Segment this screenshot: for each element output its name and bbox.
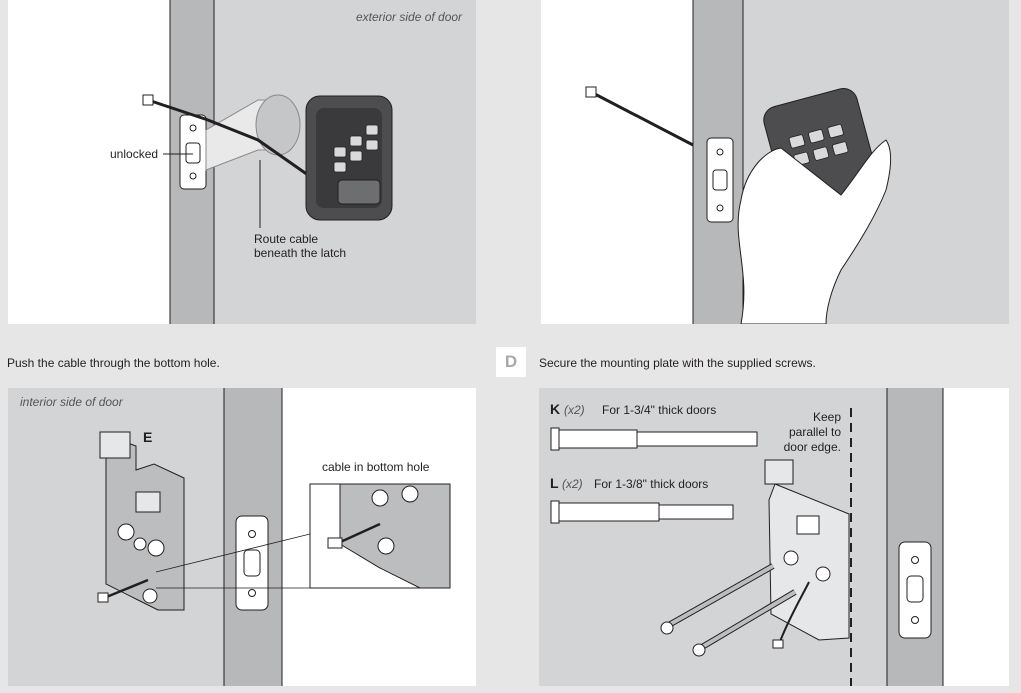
part-e-label: E [143, 429, 153, 445]
exterior-side-label: exterior side of door [356, 10, 463, 24]
keep-parallel-line3: door edge. [783, 440, 841, 454]
screw-l-desc: For 1-3/8" thick doors [594, 477, 709, 491]
step-badge-d: D [496, 347, 526, 377]
route-cable-label-line2: beneath the latch [254, 246, 347, 260]
panel-secure-plate: K (x2) For 1-3/4" thick doors L (x2) For… [539, 388, 1009, 686]
screw-l-qty: (x2) [562, 477, 583, 491]
panel-cable-bottom-hole: interior side of door E cable in bottom … [8, 388, 476, 686]
illustration-screws-plate [539, 388, 944, 686]
unlocked-label: unlocked [110, 147, 159, 161]
caption-push-cable: Push the cable through the bottom hole. [7, 356, 220, 370]
screw-k-letter: K [550, 401, 561, 417]
keep-parallel-line1: Keep [812, 410, 841, 424]
illustration-hand-keypad [585, 0, 1009, 324]
caption-secure-plate: Secure the mounting plate with the suppl… [539, 356, 816, 370]
illustration-mounting-plate [8, 388, 451, 686]
screw-l-letter: L [550, 475, 559, 491]
panel-hold-keypad [541, 0, 1009, 324]
keep-parallel-line2: parallel to [788, 425, 841, 439]
illustration-keypad-install [142, 0, 476, 324]
route-cable-label-line1: Route cable [254, 232, 319, 246]
cable-bottom-hole-label: cable in bottom hole [322, 460, 430, 474]
panel-route-cable: exterior side of door unlocked Route cab… [8, 0, 476, 324]
screw-k-desc: For 1-3/4" thick doors [602, 403, 717, 417]
interior-side-label: interior side of door [20, 395, 123, 409]
screw-k-qty: (x2) [564, 403, 585, 417]
